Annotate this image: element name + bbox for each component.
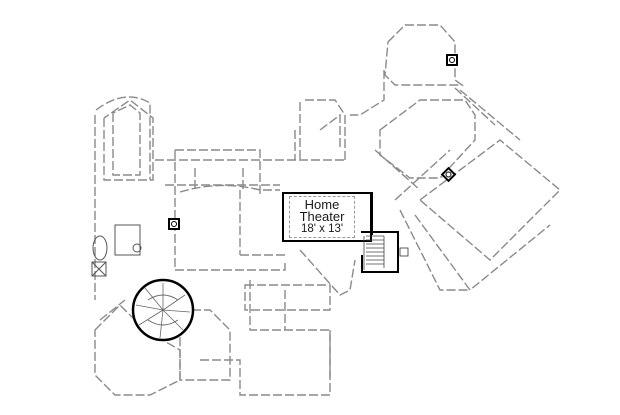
fixtures	[91, 224, 142, 277]
octagon-room	[94, 304, 181, 396]
spiral-staircase	[131, 278, 195, 342]
lower-room	[244, 284, 331, 311]
diagonal-room-2	[418, 139, 562, 261]
straight-staircase	[363, 235, 409, 270]
tower-room	[384, 24, 465, 86]
room-name-line2: Theater	[299, 209, 345, 224]
garage-area	[179, 309, 231, 381]
home-theater-label: Home Theater 18' x 13'	[289, 196, 355, 238]
left-wing-outline	[94, 99, 154, 300]
great-room	[174, 149, 286, 271]
home-theater-walls	[282, 192, 399, 273]
dashed-walls	[94, 24, 562, 396]
column-markers	[168, 54, 458, 230]
diagonal-room-3	[414, 214, 551, 292]
room-name-line1: Home	[304, 197, 340, 212]
room-dimensions: 18' x 13'	[300, 223, 344, 235]
